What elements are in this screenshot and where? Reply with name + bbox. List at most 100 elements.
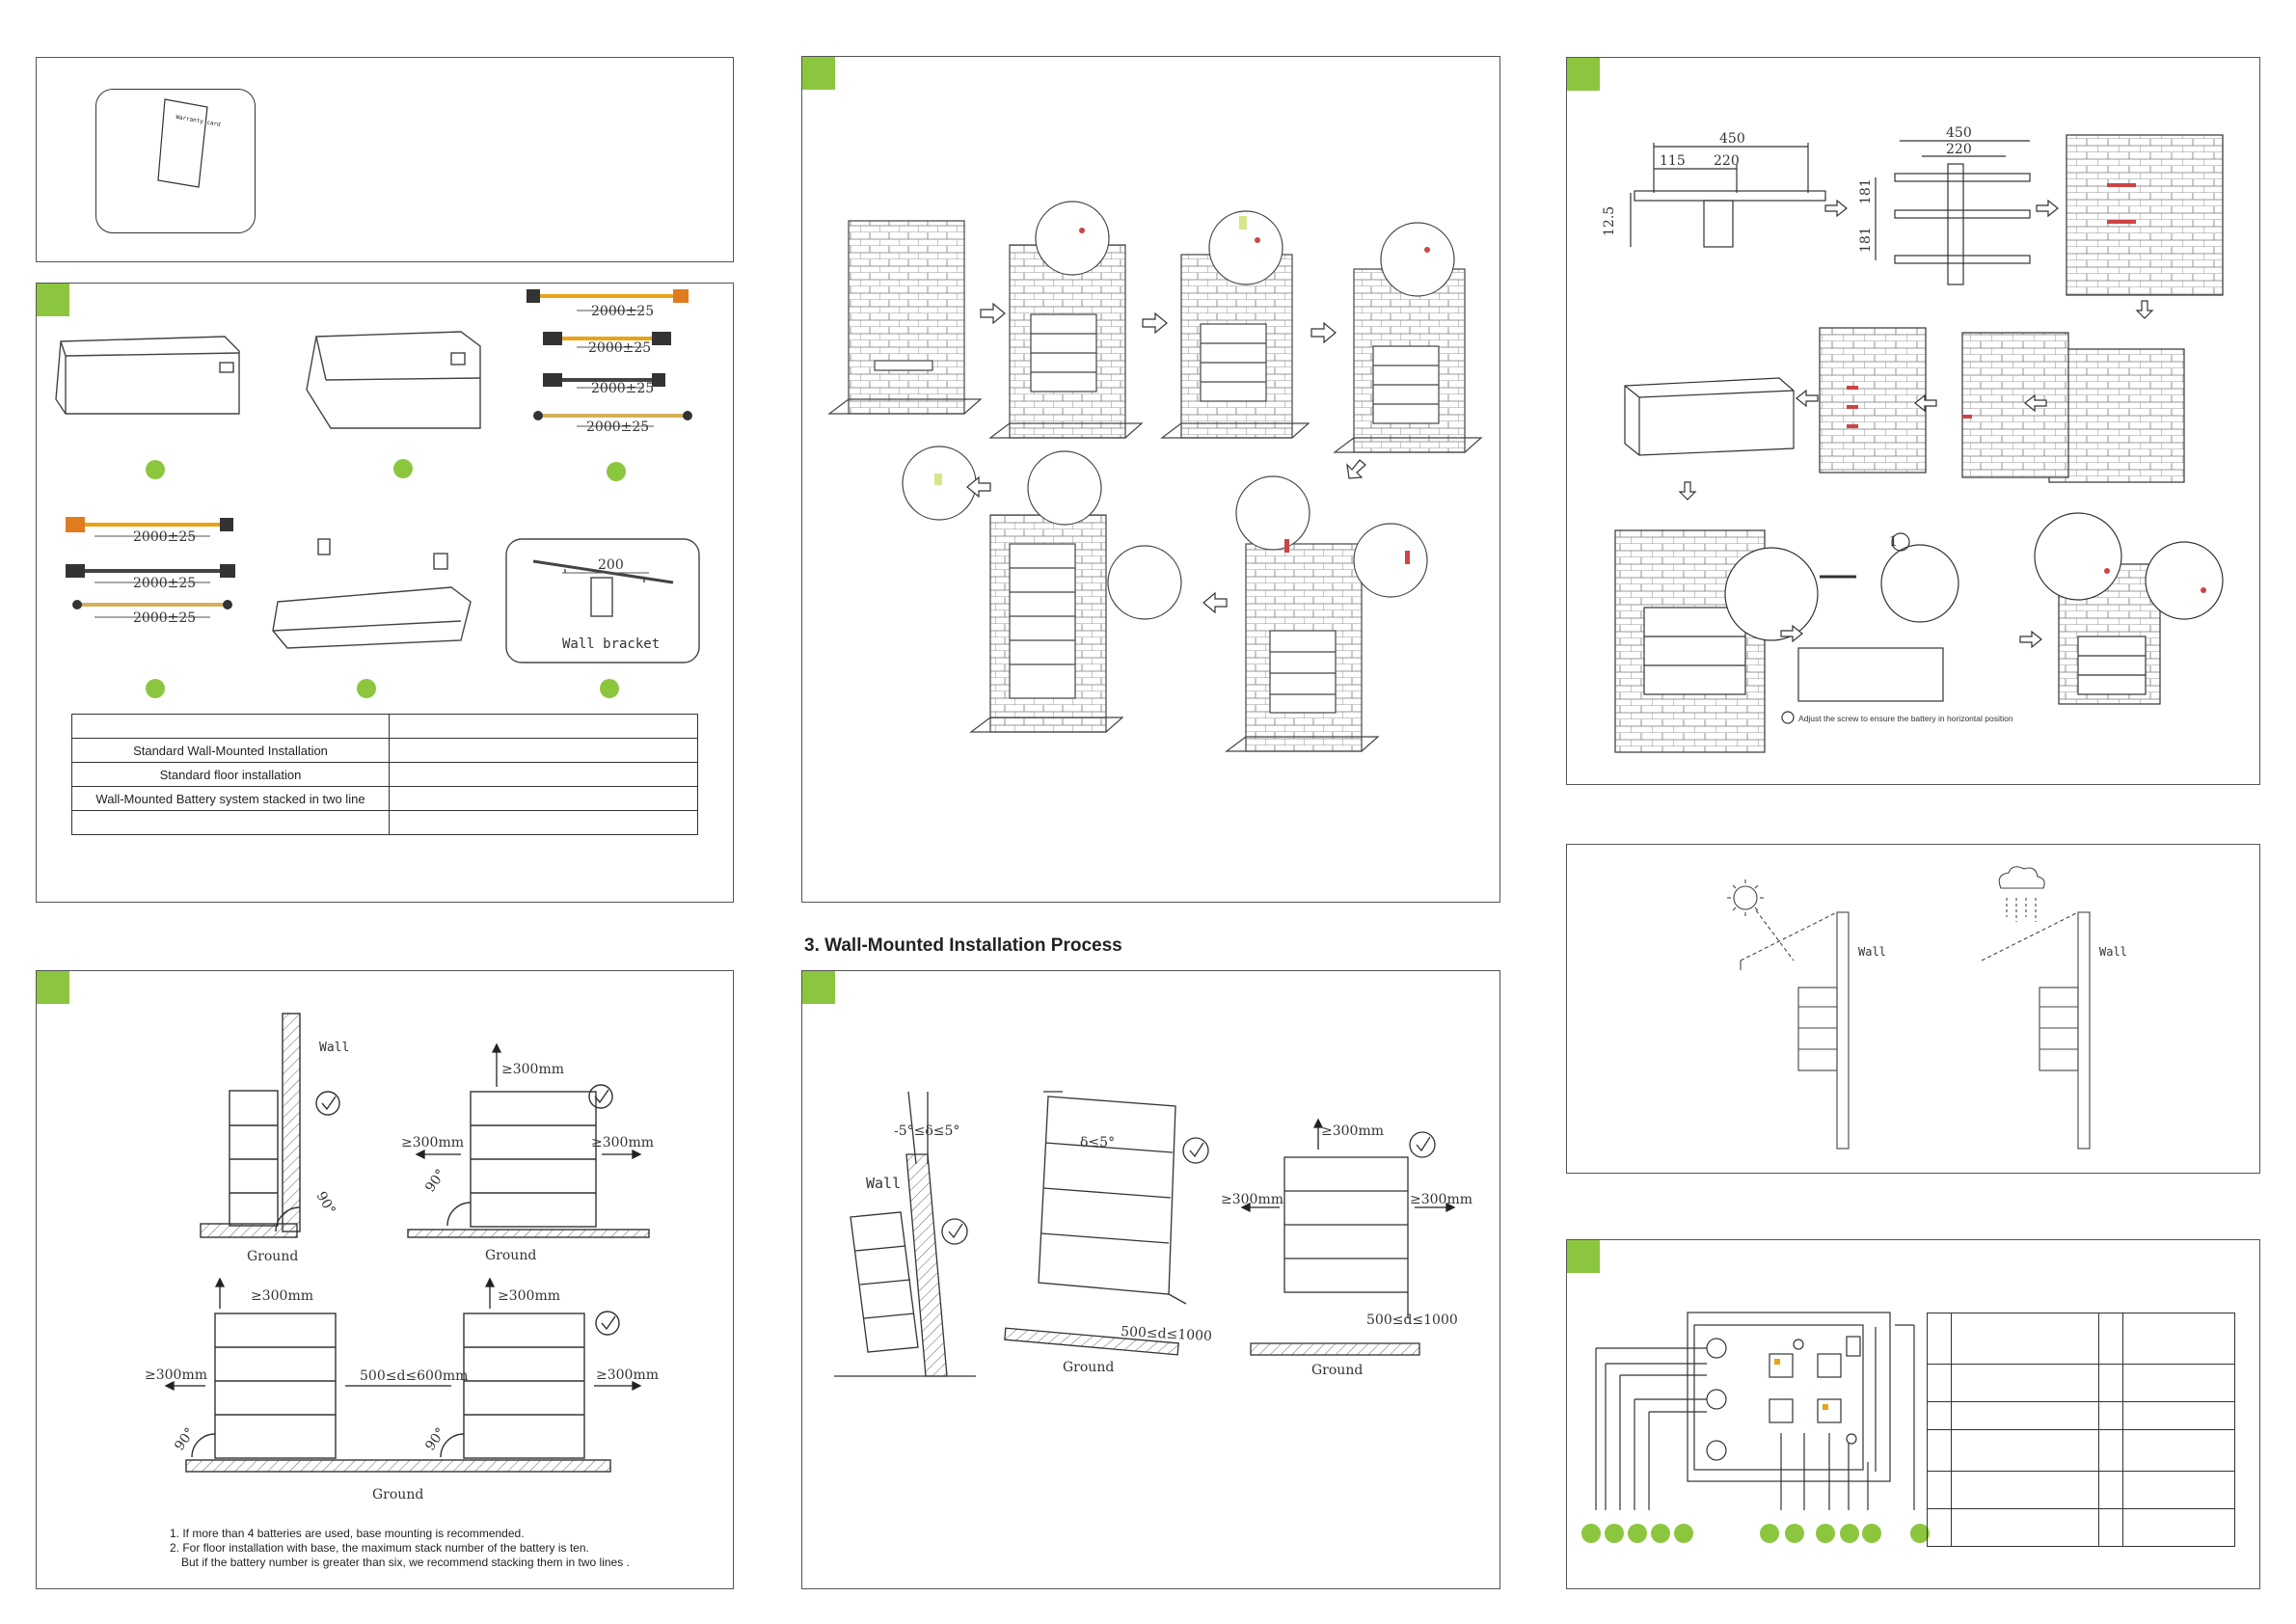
environment-drawing: Wall Wall: [1727, 866, 2127, 1150]
ground-label-1: Ground: [247, 1249, 298, 1264]
panel-installation-steps: [801, 56, 1500, 903]
item-dot-2: [393, 459, 413, 478]
clearance-top-2: ≥300mm: [251, 1288, 313, 1304]
port-dot-8: [1816, 1524, 1835, 1543]
cable-length-5: 2000±25: [133, 529, 196, 545]
cable-length-1: 2000±25: [591, 304, 654, 319]
bracket-dim-450-b: 450: [1946, 125, 1972, 141]
item-dot-3: [607, 462, 626, 481]
note-3: But if the battery number is greater tha…: [181, 1556, 630, 1569]
table-row: [1927, 1508, 2235, 1547]
tilt-drawing: Wall -5°≤δ≤5° δ≤5° ≥300mm ≥300mm ≥300mm …: [834, 1091, 1472, 1378]
panel-installation-clearance: Wall Ground Ground Ground ≥300mm ≥300mm …: [36, 970, 734, 1589]
panel-tilt-requirements: Wall -5°≤δ≤5° δ≤5° ≥300mm ≥300mm ≥300mm …: [801, 970, 1500, 1589]
panel-environment: Wall Wall: [1566, 844, 2260, 1174]
clearance-top-3: ≥300mm: [498, 1288, 560, 1304]
cable-length-3: 2000±25: [591, 381, 654, 396]
ground-label-3: Ground: [372, 1487, 423, 1502]
section-tab: [37, 971, 69, 1004]
item-dot-4: [146, 679, 165, 698]
accessories-drawing: 2000±25 2000±25 2000±25 2000±25 2000±25 …: [55, 289, 700, 663]
panel-port-interface: [1566, 1239, 2260, 1589]
env-wall-label-2: Wall: [2099, 945, 2127, 959]
tilt-clearance-right: ≥300mm: [1410, 1192, 1472, 1207]
tilt-clearance-top: ≥300mm: [1321, 1123, 1384, 1139]
tilt-distance-1: 500≤d≤1000: [1121, 1324, 1212, 1344]
stack-spacing: 500≤d≤600mm: [360, 1368, 468, 1384]
wall-bracket-label: Wall bracket: [562, 636, 660, 652]
angle-label-4: 90°: [422, 1425, 448, 1454]
panel-packing-list: 2000±25 2000±25 2000±25 2000±25 2000±25 …: [36, 283, 734, 903]
tilt-ground-2: Ground: [1311, 1363, 1363, 1378]
port-dot-6: [1760, 1524, 1779, 1543]
installation-notes: 1. If more than 4 batteries are used, ba…: [170, 1527, 630, 1570]
port-dot-1: [1581, 1524, 1601, 1543]
bracket-dim-181-b: 181: [1858, 227, 1874, 253]
bracket-dim-220-a: 220: [1714, 153, 1740, 169]
port-dot-7: [1785, 1524, 1804, 1543]
table-row: [71, 810, 698, 835]
panel-bracket-mounting: 450 115 220 12.5 450 220 181 181 1 Adjus…: [1566, 57, 2260, 785]
wall-label: Wall: [319, 1041, 349, 1055]
note-1: 1. If more than 4 batteries are used, ba…: [170, 1527, 525, 1540]
cable-length-7: 2000±25: [133, 610, 196, 626]
clearance-top-1: ≥300mm: [501, 1062, 564, 1077]
clearance-right-2: ≥300mm: [596, 1367, 659, 1383]
section-tab: [802, 971, 835, 1004]
angle-label-3: 90°: [172, 1425, 198, 1454]
tilt-range-stack: δ≤5°: [1080, 1135, 1115, 1150]
port-panel-drawing: [1595, 1312, 1915, 1510]
port-dot-5: [1674, 1524, 1693, 1543]
bracket-dim-12-5: 12.5: [1602, 206, 1617, 236]
bracket-drawing: 450 115 220 12.5 450 220 181 181 1 Adjus…: [1602, 125, 2224, 753]
process-heading: 3. Wall-Mounted Installation Process: [804, 935, 1122, 956]
panel-warranty-card: Warranty card: [36, 57, 734, 262]
item-dot-5: [357, 679, 376, 698]
clearance-right-1: ≥300mm: [591, 1135, 654, 1150]
table-row: [1927, 1401, 2235, 1430]
port-dot-4: [1651, 1524, 1670, 1543]
tilt-range-wall: -5°≤δ≤5°: [894, 1123, 959, 1139]
warranty-card-drawing: [157, 98, 208, 188]
clearance-left-1: ≥300mm: [401, 1135, 464, 1150]
angle-label-2: 90°: [422, 1167, 448, 1196]
clearance-drawing: Wall Ground Ground Ground ≥300mm ≥300mm …: [145, 1013, 659, 1502]
port-dot-10: [1862, 1524, 1881, 1543]
table-row: [1927, 1364, 2235, 1402]
installation-steps-drawing: [827, 201, 1483, 752]
ground-label-2: Ground: [485, 1248, 536, 1263]
env-wall-label-1: Wall: [1858, 945, 1886, 959]
table-row: [1927, 1313, 2235, 1365]
port-dot-3: [1628, 1524, 1647, 1543]
port-dot-11: [1910, 1524, 1930, 1543]
port-dot-9: [1840, 1524, 1859, 1543]
table-row: Standard Wall-Mounted Installation: [71, 738, 698, 763]
cable-length-6: 2000±25: [133, 576, 196, 591]
table-row: Standard floor installation: [71, 762, 698, 787]
bracket-dim-220-b: 220: [1946, 142, 1972, 157]
adjust-step-number: 1: [1889, 534, 1898, 550]
table-row: Wall-Mounted Battery system stacked in t…: [71, 786, 698, 811]
bracket-dimension: 200: [598, 557, 624, 573]
note-2: 2. For floor installation with base, the…: [170, 1541, 589, 1555]
adjust-note: Adjust the screw to ensure the battery i…: [1798, 714, 2013, 723]
table-row: [71, 714, 698, 739]
bracket-dim-450-a: 450: [1719, 131, 1745, 147]
section-tab: [1567, 58, 1600, 91]
configuration-table: Standard Wall-Mounted Installation Stand…: [71, 714, 698, 835]
section-tab: [37, 284, 69, 316]
angle-label-1: 90°: [313, 1189, 338, 1218]
item-dot-6: [600, 679, 619, 698]
tilt-ground-1: Ground: [1063, 1360, 1114, 1375]
item-dot-1: [146, 460, 165, 479]
table-row: [1927, 1429, 2235, 1472]
section-tab: [1567, 1240, 1600, 1273]
cable-length-2: 2000±25: [588, 340, 651, 356]
warranty-card-frame: [95, 89, 256, 233]
port-dot-2: [1605, 1524, 1624, 1543]
section-tab: [802, 57, 835, 90]
bracket-dim-115: 115: [1660, 153, 1686, 169]
port-table: [1927, 1313, 2235, 1547]
tilt-clearance-left: ≥300mm: [1221, 1192, 1283, 1207]
table-row: [1927, 1471, 2235, 1509]
